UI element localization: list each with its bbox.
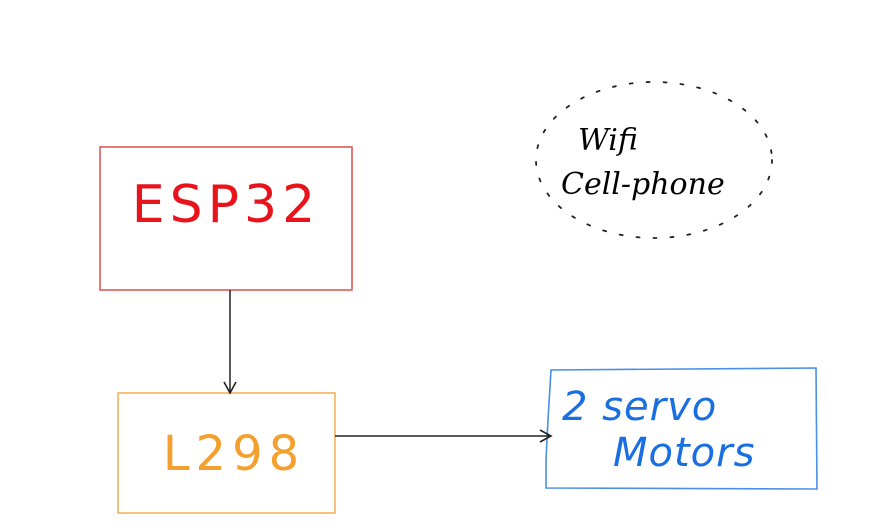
esp32-label: ESP32 [132,175,320,235]
esp32-node: ESP32 [99,146,353,291]
servo-box [545,367,818,490]
phone-cloud [535,81,773,239]
servo-label-line1: 2 servo [562,384,717,430]
servo-node: 2 servo Motors [545,367,818,490]
phone-label-line1: Wifi [578,123,638,158]
phone-node: Wifi Cell-phone [535,81,773,239]
l298-node: L298 [117,392,336,514]
phone-label-line2: Cell-phone [561,167,725,202]
esp32-box [99,146,353,291]
servo-label-line2: Motors [613,430,755,476]
l298-label: L298 [163,426,305,482]
